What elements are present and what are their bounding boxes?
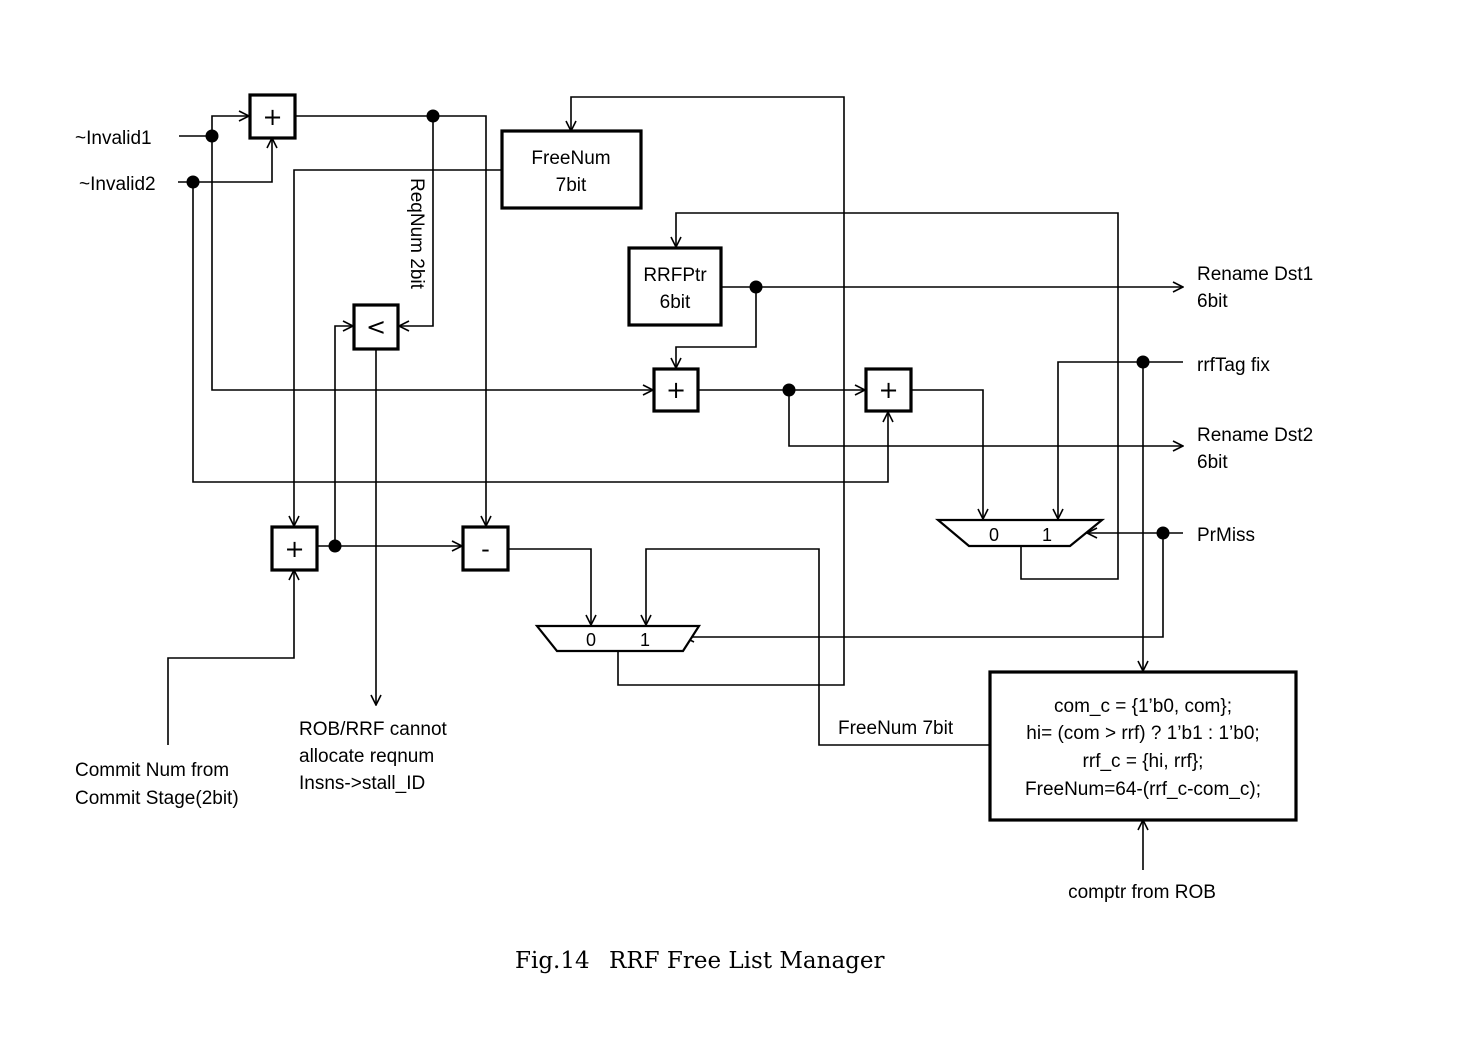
figure-caption: Fig.14 RRF Free List Manager xyxy=(515,948,885,974)
rename-dst2-label: Rename Dst2 xyxy=(1197,425,1313,446)
rename-dst1-label: Rename Dst1 xyxy=(1197,264,1313,285)
freenum-wire-label: FreeNum 7bit xyxy=(838,718,954,739)
logic-line-4: FreeNum=64-(rrf_c-com_c); xyxy=(1025,779,1261,800)
wire-commit-adder-to-comparator xyxy=(334,326,353,546)
junction-dot xyxy=(749,280,763,294)
adder-invalid: + xyxy=(248,93,297,140)
wire-rrftag-to-mux2 xyxy=(1058,361,1183,519)
invalid1-label: ~Invalid1 xyxy=(75,128,152,149)
wire-freenum-to-commit-adder xyxy=(294,169,502,526)
junction-dots xyxy=(186,109,1170,553)
invalid2-label: ~Invalid2 xyxy=(79,174,156,195)
wire-rrf-adder-to-rename-dst2 xyxy=(788,390,1183,446)
wire-invalid2-to-adder1 xyxy=(178,138,272,183)
wire-logic-freenum-to-mux1 xyxy=(646,548,990,746)
mux-input-1-label: 1 xyxy=(640,630,650,650)
logic-line-1: com_c = {1’b0, com}; xyxy=(1054,696,1232,717)
commit-num-label-line1: Commit Num from xyxy=(75,760,229,781)
mux-freenum: 0 1 xyxy=(534,624,702,653)
stall-label-line3: Insns->stall_ID xyxy=(299,773,425,794)
mux-rrfptr: 0 1 xyxy=(934,518,1106,548)
reqnum-label: ReqNum 2bit xyxy=(406,178,427,290)
stall-label-line2: allocate reqnum xyxy=(299,746,434,767)
comparator-less-than: < xyxy=(352,303,400,351)
prmiss-label: PrMiss xyxy=(1197,525,1255,546)
wire-invalid1-to-adder1 xyxy=(179,116,249,137)
wire-reqnum-to-comparator xyxy=(399,116,434,326)
caption-title: RRF Free List Manager xyxy=(609,948,885,974)
junction-dot xyxy=(782,383,796,397)
rrfptr-register: RRFPtr 6bit xyxy=(627,246,723,327)
junction-dot xyxy=(186,175,200,189)
rename-dst2-width: 6bit xyxy=(1197,452,1228,473)
rrftag-fix-label: rrfTag fix xyxy=(1197,355,1270,376)
adder-symbol: + xyxy=(284,535,304,563)
junction-dot xyxy=(328,539,342,553)
subtractor: - xyxy=(461,525,510,572)
adder-commit: + xyxy=(270,525,319,572)
comptr-label: comptr from ROB xyxy=(1068,882,1216,903)
freenum-register-label: FreeNum xyxy=(531,148,610,169)
stall-label-line1: ROB/RRF cannot xyxy=(299,719,448,740)
junction-dot xyxy=(426,109,440,123)
rrfptr-register-width: 6bit xyxy=(660,292,691,313)
adder-rrfptr: + xyxy=(652,367,700,413)
wire-rrfptr-to-rrf-adder xyxy=(676,287,757,368)
junction-dot xyxy=(205,129,219,143)
mux-input-0-label: 0 xyxy=(586,630,596,650)
mux-input-1-label: 1 xyxy=(1042,525,1052,545)
logic-line-2: hi= (com > rrf) ? 1’b1 : 1’b0; xyxy=(1026,723,1259,744)
wire-second-adder-to-mux2 xyxy=(911,389,983,519)
mux-input-0-label: 0 xyxy=(989,525,999,545)
comparator-symbol: < xyxy=(366,313,386,341)
labels: ~Invalid1 ~Invalid2 ReqNum 2bit Rename D… xyxy=(75,128,1313,903)
logic-line-3: rrf_c = {hi, rrf}; xyxy=(1083,751,1204,772)
wire-subtractor-to-mux1 xyxy=(508,548,591,625)
rename-dst1-width: 6bit xyxy=(1197,291,1228,312)
wire-invalid1-to-rrf-adder xyxy=(211,136,653,390)
wire-invalid2-to-second-adder xyxy=(192,182,888,483)
adder-symbol: + xyxy=(878,376,898,404)
subtractor-symbol: - xyxy=(481,535,490,563)
junction-dot xyxy=(1156,526,1170,540)
wire-mux2-to-rrfptr-reg xyxy=(676,212,1119,580)
caption-figure-number: Fig.14 xyxy=(515,948,590,974)
freenum-register-width: 7bit xyxy=(556,175,587,196)
adder-symbol: + xyxy=(666,376,686,404)
wires xyxy=(167,96,1183,870)
wire-mux1-to-freenum-reg xyxy=(571,96,845,686)
adder-second: + xyxy=(864,367,913,413)
wire-prmiss-to-mux1-select xyxy=(684,533,1164,637)
wire-reqnum-to-subtractor xyxy=(295,115,486,526)
freenum-logic-box: com_c = {1’b0, com}; hi= (com > rrf) ? 1… xyxy=(988,670,1298,822)
rrfptr-register-label: RRFPtr xyxy=(643,265,707,286)
junction-dot xyxy=(1136,355,1150,369)
commit-num-label-line2: Commit Stage(2bit) xyxy=(75,788,239,809)
adder-symbol: + xyxy=(262,103,282,131)
freenum-register: FreeNum 7bit xyxy=(500,129,643,210)
wire-commit-num-to-adder xyxy=(167,570,294,745)
